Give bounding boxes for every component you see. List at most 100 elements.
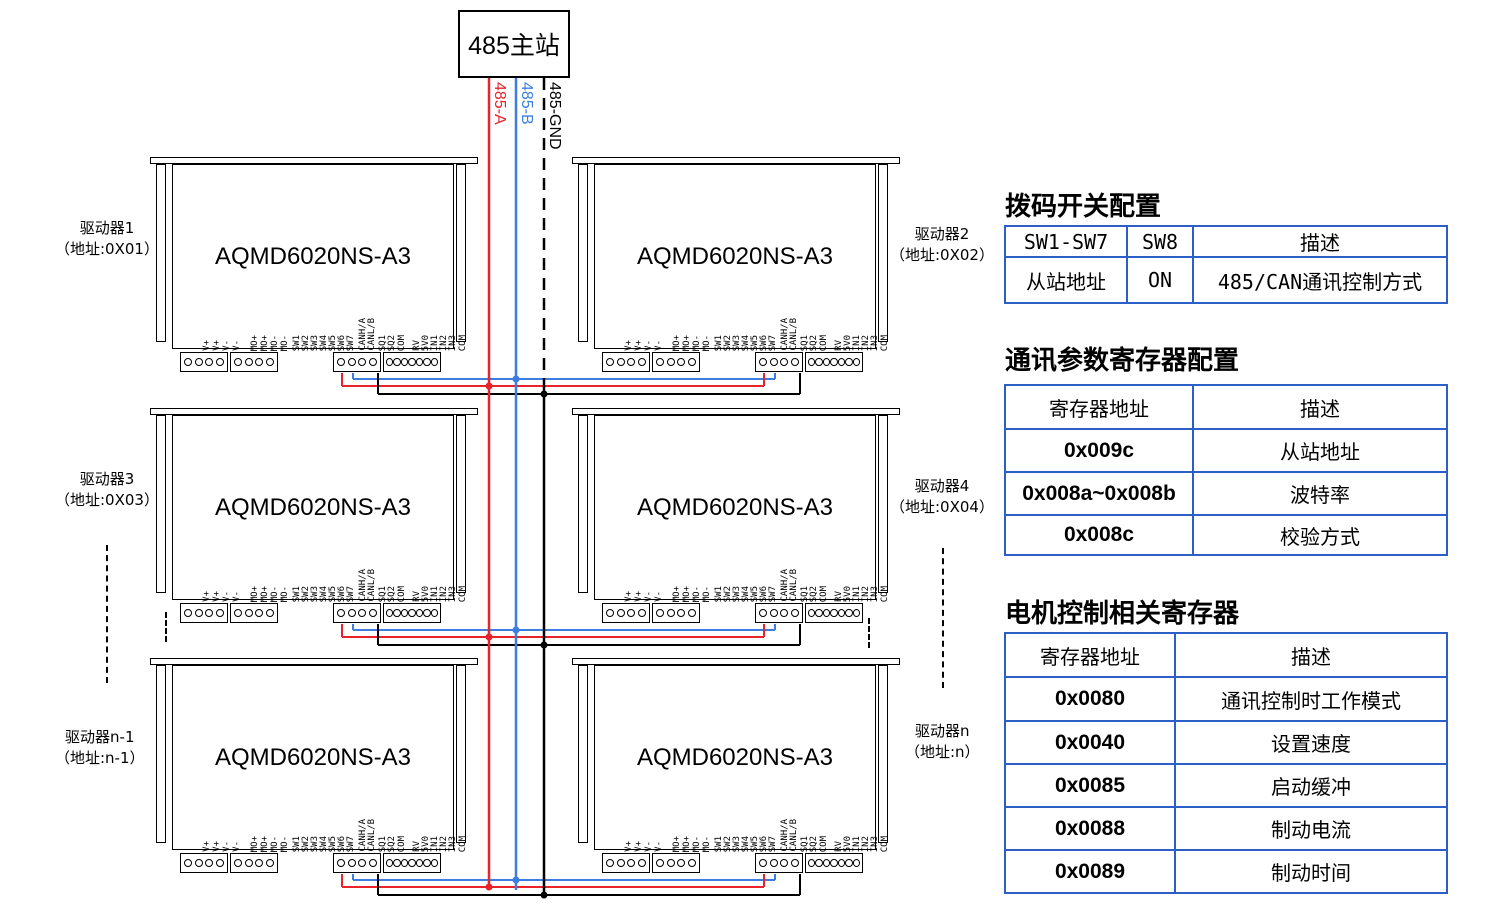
terminal-screw-icon: [215, 609, 224, 617]
driver-label-n-1: 驱动器n-1 （地址:n-1）: [55, 727, 145, 769]
pin-label: V-: [222, 340, 232, 351]
terminal-screw-icon: [255, 609, 264, 617]
pin-label: MO+: [682, 835, 692, 852]
terminal-screw-icon: [627, 358, 636, 366]
terminal-screw-icon: [830, 609, 838, 617]
driver-label-n: 驱动器n （地址:n）: [905, 721, 980, 763]
terminal-screw-icon: [687, 358, 696, 366]
driver-name: 驱动器n-1: [65, 728, 135, 746]
terminal-screw-icon: [430, 859, 438, 867]
driver-flange-right: [878, 665, 888, 843]
driver-top-plate: [572, 408, 900, 415]
pin-label: COM: [880, 585, 890, 602]
continuation-dots-left: [106, 545, 108, 683]
driver-flange-right: [878, 164, 888, 342]
pin-label: COM: [819, 334, 829, 351]
comm-row-addr: 0x009c: [1004, 428, 1194, 473]
pin-label: COM: [880, 835, 890, 852]
pin-label: CANL/B: [367, 819, 377, 852]
terminal-screw-icon: [769, 358, 778, 366]
motor-row-desc: 制动电流: [1174, 806, 1448, 851]
driver-label-3: 驱动器3 （地址:0X03）: [55, 469, 159, 511]
driver-address: （地址:n）: [905, 743, 980, 761]
pin-label: MO+: [260, 585, 270, 602]
terminal-screw-icon: [430, 358, 438, 366]
motor-registers-title: 电机控制相关寄存器: [1005, 599, 1240, 629]
terminal-screw-icon: [822, 609, 831, 617]
pin-label: COM: [819, 835, 829, 852]
pin-label: MO-: [692, 585, 702, 602]
terminal-screw-icon: [830, 859, 838, 867]
pin-label: V+: [624, 841, 634, 852]
terminal-screw-icon: [769, 609, 778, 617]
terminal-screw-icon: [400, 609, 409, 617]
pin-label: COM: [458, 835, 468, 852]
driver-flange-right: [456, 415, 466, 593]
terminal-screw-icon: [430, 609, 438, 617]
terminal-screw-icon: [666, 859, 675, 867]
terminal-block: [333, 603, 381, 623]
terminal-block: [180, 603, 228, 623]
master-station: 485主站: [458, 10, 570, 78]
driver-address: （地址:0X02）: [890, 246, 994, 264]
pin-label: COM: [397, 835, 407, 852]
driver-model: AQMD6020NS-A3: [214, 243, 412, 270]
terminal-screw-icon: [415, 609, 424, 617]
terminal-screw-icon: [845, 358, 853, 366]
pin-label: CANL/B: [789, 819, 799, 852]
driver-model: AQMD6020NS-A3: [636, 744, 834, 771]
terminal-screw-icon: [194, 358, 203, 366]
dip-header-sw8: SW8: [1126, 225, 1194, 258]
pin-label: IN3: [870, 835, 880, 852]
terminal-block: [602, 603, 650, 623]
driver-name: 驱动器2: [914, 225, 970, 243]
pin-label: IN3: [870, 334, 880, 351]
driver-model: AQMD6020NS-A3: [636, 494, 834, 521]
terminal-screw-icon: [368, 358, 377, 366]
terminal-screw-icon: [852, 859, 860, 867]
pin-label: SW7: [768, 334, 778, 351]
pin-label: MO+: [250, 585, 260, 602]
dip-header-sw1-7: SW1-SW7: [1004, 225, 1128, 258]
terminal-screw-icon: [358, 609, 367, 617]
pin-label: V+: [202, 340, 212, 351]
dip-cell-desc: 485/CAN通讯控制方式: [1192, 256, 1448, 304]
motor-row-desc: 启动缓冲: [1174, 763, 1448, 808]
pin-label: V-: [222, 841, 232, 852]
pin-label: V+: [634, 591, 644, 602]
terminal-block: [602, 853, 650, 873]
continuation-dots-right-small: [868, 618, 870, 648]
terminal-screw-icon: [666, 609, 675, 617]
terminal-screw-icon: [415, 358, 424, 366]
driver-address: （地址:0X01）: [55, 240, 159, 258]
terminal-screw-icon: [837, 859, 846, 867]
terminal-screw-icon: [194, 609, 203, 617]
terminal-block: [755, 853, 803, 873]
terminal-screw-icon: [184, 358, 193, 366]
terminal-screw-icon: [234, 609, 243, 617]
terminal-screw-icon: [837, 609, 846, 617]
terminal-block: [755, 603, 803, 623]
terminal-screw-icon: [255, 358, 264, 366]
pin-label: SQ2: [387, 835, 397, 852]
terminal-screw-icon: [815, 609, 823, 617]
terminal-screw-icon: [358, 358, 367, 366]
driver-top-plate: [150, 658, 478, 665]
terminal-screw-icon: [845, 609, 853, 617]
continuation-dots-right: [942, 548, 944, 688]
pin-label: V-: [232, 340, 242, 351]
terminal-screw-icon: [677, 609, 686, 617]
terminal-block: [230, 352, 278, 372]
driver-model: AQMD6020NS-A3: [636, 243, 834, 270]
pin-label: COM: [458, 585, 468, 602]
driver-name: 驱动器1: [79, 219, 135, 237]
wire-label-485-gnd: 485-GND: [546, 82, 563, 150]
terminal-screw-icon: [386, 358, 394, 366]
terminal-block: [230, 853, 278, 873]
